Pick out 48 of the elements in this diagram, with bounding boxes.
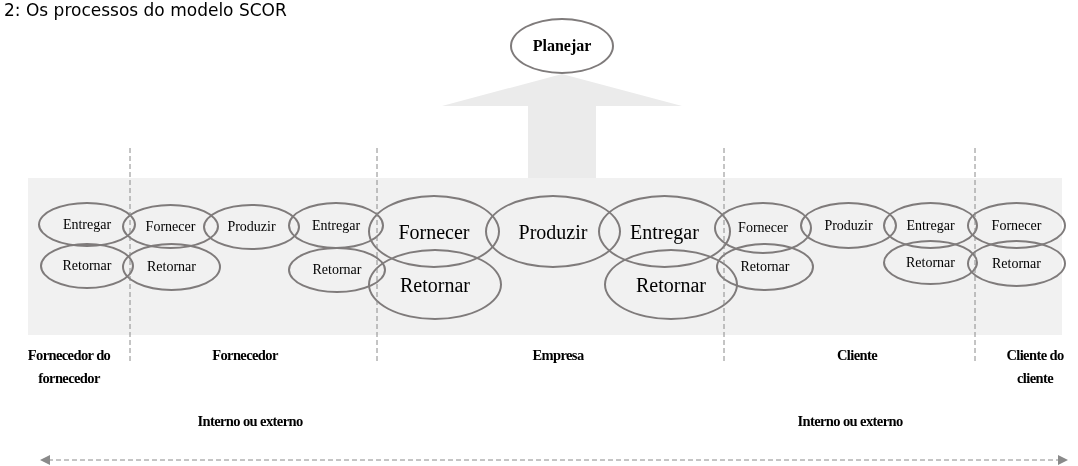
- process-name: Produzir: [824, 217, 873, 234]
- process-ellipse: [485, 195, 621, 268]
- figure-title: 2: Os processos do modelo SCOR: [4, 0, 287, 20]
- process-name: Retornar: [312, 262, 362, 278]
- process-ellipse: [368, 195, 500, 268]
- process-name: Entregar: [630, 220, 699, 243]
- process-ellipse: [122, 243, 221, 291]
- process-name: Fornecer: [991, 217, 1042, 234]
- process-name: Produzir: [227, 219, 276, 235]
- process-name: Retornar: [62, 258, 112, 274]
- process-name: Retornar: [740, 259, 790, 275]
- process-name: Retornar: [147, 259, 196, 275]
- process-ellipse: [716, 243, 814, 291]
- process-name: Fornecer: [398, 220, 470, 243]
- process-ellipse: [967, 240, 1066, 287]
- process-name: Fornecer: [145, 218, 196, 235]
- process-ellipse: [800, 202, 897, 249]
- process-ellipse: [714, 202, 812, 254]
- process-name: Entregar: [906, 217, 955, 234]
- stage-label: Fornecedor do fornecedor: [26, 346, 112, 388]
- block-arrow: [442, 74, 682, 178]
- process-ellipse: [883, 202, 978, 249]
- process-name: Retornar: [400, 273, 470, 296]
- process-ellipse: [288, 202, 384, 249]
- process-ellipse: [203, 204, 300, 250]
- stage-label: Interno ou externo: [196, 412, 304, 431]
- process-ellipse: [40, 243, 134, 289]
- process-name: Entregar: [311, 217, 361, 234]
- process-ellipse: [368, 249, 502, 320]
- process-name: Retornar: [906, 254, 955, 271]
- stage-label: Interno ou externo: [796, 412, 904, 431]
- process-name: Retornar: [636, 273, 706, 296]
- stage-label: Cliente: [835, 346, 879, 365]
- process-ellipse: [967, 202, 1066, 249]
- process-name: Produzir: [518, 220, 588, 243]
- process-ellipse: [883, 240, 978, 285]
- process-name: Fornecer: [738, 220, 788, 236]
- process-ellipse: [288, 247, 386, 293]
- process-name: Planejar: [532, 37, 592, 55]
- process-ellipse: [38, 202, 136, 247]
- process-name: Entregar: [62, 216, 112, 233]
- stage-label: Cliente do cliente: [1005, 346, 1065, 388]
- stage-label: Empresa: [531, 346, 585, 365]
- process-ellipse: [604, 249, 738, 320]
- process-name: Retornar: [992, 255, 1041, 272]
- process-ellipse: [598, 195, 731, 268]
- process-ellipse: [122, 204, 219, 249]
- stage-label: Fornecedor: [211, 346, 279, 365]
